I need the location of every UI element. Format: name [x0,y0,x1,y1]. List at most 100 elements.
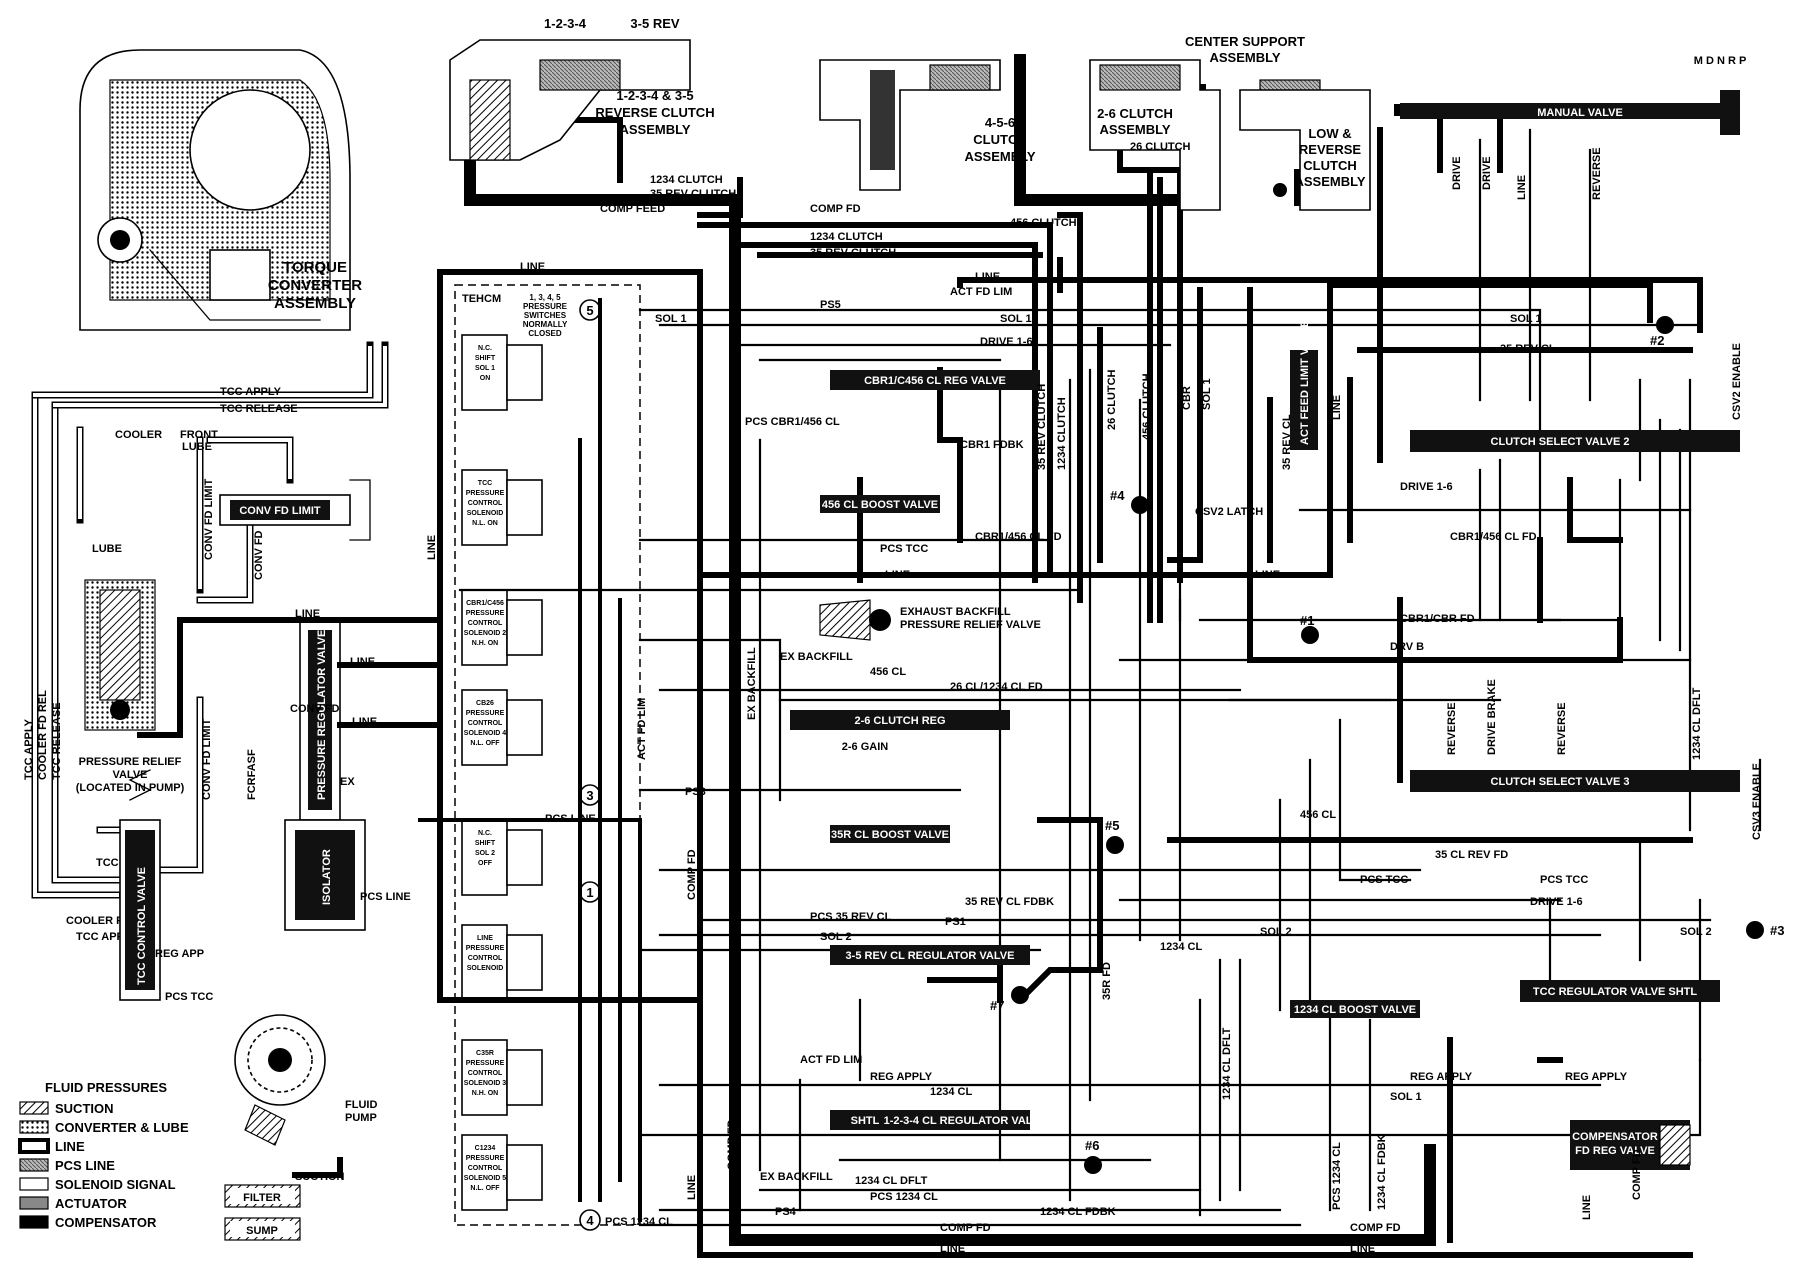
legend-swatch [19,1196,49,1210]
vl-drive-brake: DRIVE BRAKE [1486,679,1498,755]
legend-swatch [19,1101,49,1115]
clutch-456-assembly: 4-5-6 CLUTCH ASSEMBLY [819,59,1036,191]
rev-clutch-l2: REVERSE CLUTCH [595,105,714,120]
vl-comp-fd-r: COMP FD [1631,1149,1643,1200]
tehcm-title: TEHCM [462,293,501,305]
legend-label: ACTUATOR [55,1196,127,1211]
pressure-switch-label: 3 [586,788,593,803]
lbl-line-b2: LINE [1350,1243,1375,1255]
center-support-l2: ASSEMBLY [1209,50,1280,65]
torque-label-3: ASSEMBLY [274,295,356,312]
lbl-reg-app: REG APP [155,948,204,960]
clutch-456-l2: CLUTCH [973,132,1026,147]
solenoid-label: CONTROL [468,955,503,962]
solenoid-label: N.L. OFF [470,1185,500,1192]
lbl-sol1-top: SOL 1 [655,313,687,325]
ex-label-preg: EX [340,776,355,788]
lbl-cbr1-cbr-fd: CBR1/CBR FD [1400,613,1475,625]
center-support-l1: CENTER SUPPORT [1185,34,1305,49]
lbl-comp-fd-top: COMP FD [810,203,861,215]
vl-reverse-low: REVERSE [1446,702,1458,755]
solenoid-label: CONTROL [468,1165,503,1172]
solenoid-label: PRESSURE [466,945,505,952]
solenoid-label: C1234 [475,1145,496,1152]
clutch-26-l2: ASSEMBLY [1099,122,1170,137]
lbl-1234-dflt: 1234 CL DFLT [855,1175,928,1187]
vl-1234-clutch: 1234 CLUTCH [1056,397,1068,470]
pressure-regulator-group: PRESSURE REGULATOR VALVE ISOLATOR LINE L… [246,619,411,931]
solenoid-label: SOL 2 [475,850,495,857]
hydraulic-passages [137,54,1762,1258]
solenoid-label: CONTROL [468,720,503,727]
exhaust-backfill-l2: PRESSURE RELIEF VALVE [900,619,1041,631]
lbl-sol1-mid: SOL 1 [1000,313,1032,325]
legend-swatch [19,1177,49,1191]
lbl-cbr1-456-fd: CBR1/456 CL FD [975,531,1062,543]
lbl-comp-fd-b: COMP FD [940,1222,991,1234]
vl-csv2-enable: CSV2 ENABLE [1731,343,1743,420]
tcc-apply-vert: TCC APPLY [23,718,35,780]
lbl-pcs-tcc-r: PCS TCC [1360,874,1408,886]
lbl-drive16-low: DRIVE 1-6 [1530,896,1583,908]
tcc-apply-label: TCC APPLY [220,386,282,398]
rev-clutch-l1: 1-2-3-4 & 3-5 [616,88,693,103]
lbl-35rev-cl: 35 REV CL [1500,343,1556,355]
lbl-1234-fdbk: 1234 CL FDBK [1040,1206,1116,1218]
pressure-relief-valve: PRESSURE RELIEF VALVE (LOCATED IN PUMP) [76,579,185,794]
lbl-drive16-top: DRIVE 1-6 [980,336,1033,348]
comp-fd-reg-l1: COMPENSATOR [1572,1131,1658,1143]
solenoid-label: PRESSURE [466,490,505,497]
solenoid-label: LINE [477,935,493,942]
vl-drive: DRIVE [1451,156,1463,190]
clutch-26-l1: 2-6 CLUTCH [1097,106,1173,121]
solenoid-label: SOLENOID 2 [464,630,507,637]
lbl-pcs-tcc-r2: PCS TCC [1540,874,1588,886]
legend-swatch [19,1215,49,1229]
lbl-ex-backfill: EX BACKFILL [780,651,853,663]
clutch-456-l3: ASSEMBLY [964,149,1035,164]
lbl-456-cl-r: 456 CL [1300,809,1336,821]
gain-26-text: 2-6 GAIN [842,741,889,753]
lbl-line-b: LINE [940,1243,965,1255]
solenoid-label: SOLENOID [467,510,504,517]
lbl-comp-fd-b2: COMP FD [1350,1222,1401,1234]
solenoid-label: SOLENOID 3 [464,1080,507,1087]
legend-title: FLUID PRESSURES [45,1080,167,1095]
solenoid-label: N.H. ON [472,640,498,647]
low-rev-l4: ASSEMBLY [1294,174,1365,189]
lbl-act-fd-lim-top: ACT FD LIM [950,286,1012,298]
lbl-sol2-l: SOL 2 [820,931,852,943]
pressure-relief-l2: VALVE [112,769,147,781]
lbl-35rev-fdbk: 35 REV CL FDBK [965,896,1054,908]
vl-comp-fd-low: COMP FD [726,1119,738,1170]
pcs-line-label-preg: PCS LINE [360,891,411,903]
solenoid-label: CBR1/C456 [466,600,504,607]
lbl-pcs-1234: PCS 1234 CL [870,1191,938,1203]
shtl-text: SHTL [851,1115,880,1127]
tcc-reg-text: TCC REGULATOR VALVE SHTL [1533,986,1697,998]
vl-sol1: SOL 1 [1201,378,1213,410]
solenoid-label: SOLENOID 5 [464,1175,507,1182]
sump-label: SUMP [246,1225,278,1237]
lbl-ps1: PS1 [945,916,966,928]
torque-label-2: CONVERTER [268,277,362,294]
solenoid-label: PRESSURE [466,610,505,617]
ps-note-1: 1, 3, 4, 5 [529,293,561,302]
cl456-boost-text: 456 CL BOOST VALVE [822,499,938,511]
solenoid-label: CB26 [476,700,494,707]
legend-swatch [19,1158,49,1172]
fluid-pump: FLUID PUMP FILTER SUMP SUCTION [224,1014,377,1241]
lube-label: LUBE [182,441,212,453]
lbl-ex-backfill-low: EX BACKFILL [760,1171,833,1183]
conv-fd-label-preg: CONV FD [290,703,340,715]
solenoid-label: N.C. [478,345,492,352]
lbl-35rev-clutch: 35 REV CLUTCH [650,188,736,200]
pressure-switch-label: 1 [586,885,593,900]
low-rev-l1: LOW & [1308,126,1351,141]
vl-pcs-1234-r: PCS 1234 CL [1331,1142,1343,1210]
lbl-pcs-35rev: PCS 35 REV CL [810,911,892,923]
